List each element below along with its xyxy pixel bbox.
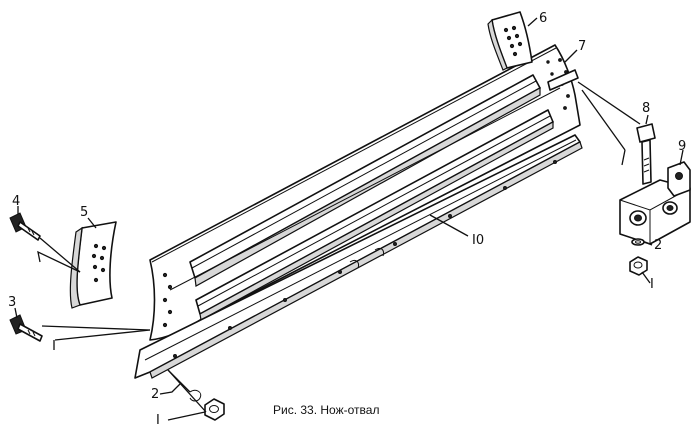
label-6: 6 (539, 11, 547, 26)
label-2-right: 2 (654, 238, 662, 253)
bolt-left-upper (9, 212, 41, 241)
label-7: 7 (578, 39, 586, 54)
blade-left-holes (162, 272, 173, 328)
label-8: 8 (642, 101, 650, 116)
right-washer-nut (629, 238, 648, 276)
label-1-right: I (650, 277, 654, 292)
right-side-plate (487, 11, 533, 71)
left-washer-nut (189, 389, 225, 421)
part-labels: 6 7 8 9 2 I I0 5 4 3 2 I (8, 11, 686, 428)
label-3: 3 (8, 295, 16, 310)
figure-caption: Рис. 33. Нож-отвал (273, 403, 379, 417)
label-1-left: I (156, 413, 160, 428)
bolt-left-lower (9, 314, 43, 342)
cutting-knife (134, 134, 583, 379)
knife-holes (173, 160, 557, 358)
bolt-right (636, 123, 656, 185)
leader-lines (14, 17, 684, 421)
label-4: 4 (12, 194, 20, 209)
mounting-bracket (619, 161, 691, 245)
label-5: 5 (80, 205, 88, 220)
left-side-plate (69, 221, 117, 309)
label-9: 9 (678, 139, 686, 154)
label-2-left: 2 (151, 387, 159, 402)
moldboard-blade (149, 44, 581, 341)
label-10: I0 (472, 233, 484, 248)
